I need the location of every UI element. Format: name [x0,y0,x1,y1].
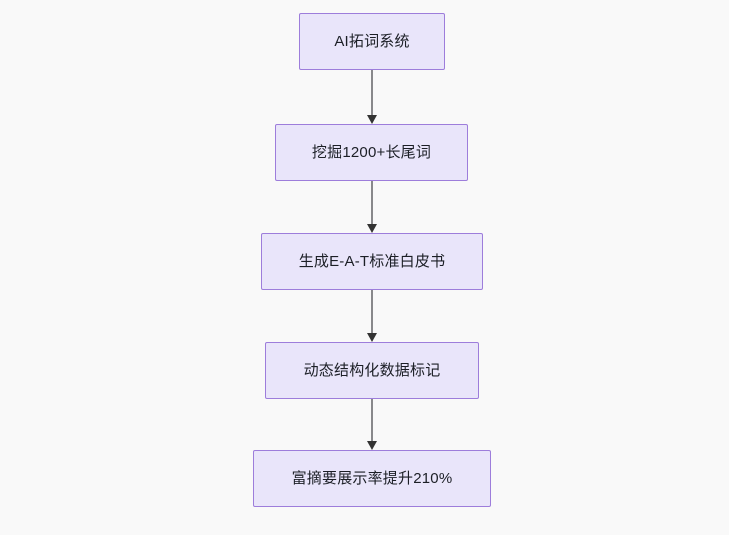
flowchart-node-n2[interactable]: 挖掘1200+长尾词 [275,124,468,181]
flowchart-node-n1[interactable]: AI拓词系统 [299,13,445,70]
edge-line [371,181,373,225]
arrowhead-icon [367,333,377,342]
node-label: 动态结构化数据标记 [303,362,441,379]
flowchart-node-n3[interactable]: 生成E-A-T标准白皮书 [261,233,483,290]
arrowhead-icon [367,441,377,450]
edge-line [371,70,373,116]
node-label: 挖掘1200+长尾词 [311,144,432,161]
arrowhead-icon [367,224,377,233]
flowchart-node-n5[interactable]: 富摘要展示率提升210% [253,450,491,507]
flowchart-node-n4[interactable]: 动态结构化数据标记 [265,342,479,399]
edge-line [371,399,373,442]
node-label: 富摘要展示率提升210% [291,470,453,487]
arrowhead-icon [367,115,377,124]
edge-line [371,290,373,334]
node-label: 生成E-A-T标准白皮书 [298,253,446,270]
node-label: AI拓词系统 [334,33,410,50]
